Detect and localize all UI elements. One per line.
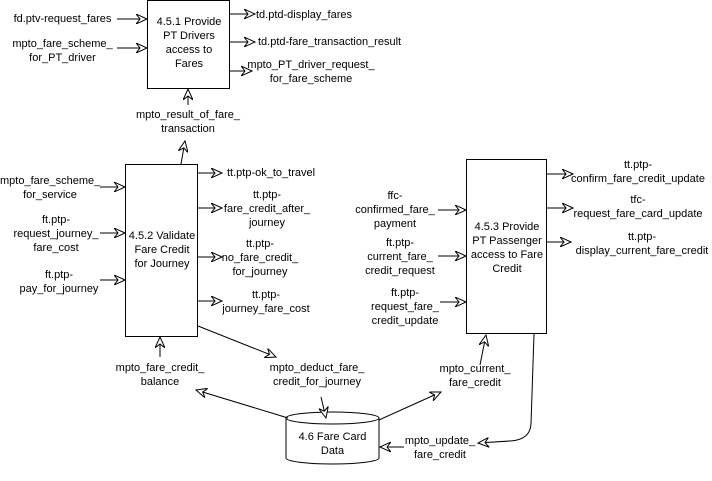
- label-line: mpto_update_: [404, 435, 476, 447]
- label-line: mpto_result_of_fare_: [136, 109, 240, 121]
- label-line: tt.ptp-ok_to_travel: [227, 167, 316, 179]
- flow-label-mpto-deduct-fare-credit-for-journey: mpto_deduct_fare_ credit_for_journey: [262, 361, 372, 389]
- flow-arrow: [196, 390, 289, 419]
- flow-label-mpto-pt-driver-request-for-fare-scheme: mpto_PT_driver_request_ for_fare_scheme: [246, 58, 376, 86]
- process-box-4-5-3[interactable]: [466, 159, 547, 334]
- label-line: tt.ptp-: [252, 189, 282, 201]
- title-line: 4.5.2 Validate: [128, 230, 196, 242]
- label-line: transaction: [161, 123, 215, 135]
- process-4-5-1-title: 4.5.1 Provide PT Drivers access to Fares: [148, 15, 230, 71]
- flow-label-mpto-fare-credit-balance: mpto_fare_credit_ balance: [110, 361, 210, 389]
- flow-label-tt-ptp-confirm-fare-credit-update: tt.ptp- confirm_fare_credit_update: [570, 158, 706, 186]
- label-line: request_fare_: [371, 301, 439, 313]
- title-line: PT Passenger: [472, 235, 542, 247]
- label-line: fare_credit: [414, 449, 466, 461]
- label-line: request_journey_: [13, 228, 99, 240]
- label-line: mpto_current_: [439, 363, 511, 375]
- title-line: 4.5.3 Provide: [474, 221, 540, 233]
- label-line: mpto_fare_credit_: [115, 362, 205, 374]
- label-line: tt.ptp-: [245, 238, 275, 250]
- flow-label-mpto-update-fare-credit: mpto_update_ fare_credit: [400, 434, 480, 462]
- label-line: tt.ptp-: [251, 289, 281, 301]
- label-line: td.ptd-display_fares: [256, 9, 352, 21]
- flow-label-ft-ptp-request-fare-credit-update: ft.ptp- request_fare_ credit_update: [365, 286, 445, 328]
- title-line: for Journey: [134, 258, 190, 270]
- label-line: mpto_fare_scheme_: [12, 38, 113, 50]
- label-line: for_service: [23, 189, 77, 201]
- label-line: pay_for_journey: [19, 283, 99, 295]
- label-line: credit_update: [371, 315, 439, 327]
- label-line: confirm_fare_credit_update: [571, 173, 705, 185]
- flow-arrow: [181, 141, 185, 165]
- label-line: no_fare_credit_: [221, 252, 299, 264]
- label-line: fare_credit: [449, 377, 501, 389]
- label-line: fare_cost: [33, 242, 79, 254]
- title-line: access to: [165, 44, 213, 56]
- label-line: credit_for_journey: [272, 376, 362, 388]
- datastore-title: 4.6 Fare Card Data: [286, 430, 379, 458]
- label-line: for_journey: [232, 266, 288, 278]
- label-line: ft.ptp-: [41, 214, 71, 226]
- label-line: journey_fare_cost: [222, 303, 310, 315]
- label-line: ffc-: [387, 190, 403, 202]
- flow-label-mpto-fare-scheme-for-service: mpto_fare_scheme_ for_service: [0, 174, 100, 202]
- flow-label-ft-ptp-current-fare-credit-request: ft.ptp- current_fare_ credit_request: [360, 236, 440, 278]
- label-line: confirmed_fare_: [355, 204, 435, 216]
- flow-label-ft-ptp-pay-for-journey: ft.ptp- pay_for_journey: [14, 268, 104, 296]
- label-line: td.ptd-fare_transaction_result: [258, 36, 402, 48]
- flow-label-td-ptd-fare-transaction-result: td.ptd-fare_transaction_result: [258, 35, 401, 49]
- label-line: display_current_fare_credit: [575, 245, 709, 257]
- label-line: mpto_deduct_fare_: [269, 362, 365, 374]
- title-line: Fares: [174, 58, 204, 70]
- flow-label-tt-ptp-no-fare-credit-for-journey: tt.ptp- no_fare_credit_ for_journey: [220, 237, 300, 279]
- flow-label-mpto-fare-scheme-for-pt-driver: mpto_fare_scheme_ for_PT_driver: [10, 37, 115, 65]
- label-line: balance: [140, 376, 180, 388]
- flow-label-tt-ptp-fare-credit-after-journey: tt.ptp- fare_credit_after_ journey: [222, 188, 312, 230]
- label-line: payment: [373, 218, 417, 230]
- flow-arrow: [478, 333, 535, 443]
- label-line: mpto_fare_scheme_: [0, 175, 101, 187]
- title-line: Fare Credit: [134, 244, 190, 256]
- flow-label-tt-ptp-display-current-fare-credit: tt.ptp- display_current_fare_credit: [572, 230, 712, 258]
- flow-arrow: [480, 335, 486, 366]
- flow-label-tt-ptp-journey-fare-cost: tt.ptp- journey_fare_cost: [221, 288, 311, 316]
- label-line: tfc-: [630, 194, 646, 206]
- label-line: mpto_PT_driver_request_: [247, 59, 375, 71]
- flow-label-tfc-request-fare-card-update: tfc- request_fare_card_update: [570, 193, 706, 221]
- label-line: current_fare_: [367, 251, 433, 263]
- flow-label-fd-ptv-request-fares: fd.ptv-request_fares: [10, 12, 115, 26]
- label-line: fare_credit_after_: [223, 203, 311, 215]
- flow-label-mpto-result-of-fare-transaction: mpto_result_of_fare_ transaction: [128, 108, 248, 136]
- title-line: Credit: [492, 263, 522, 275]
- flow-label-mpto-current-fare-credit: mpto_current_ fare_credit: [435, 362, 515, 390]
- label-line: ft.ptp-: [390, 287, 420, 299]
- label-line: for_PT_driver: [29, 52, 96, 64]
- flow-arrow: [378, 392, 441, 421]
- flow-label-tt-ptp-ok-to-travel: tt.ptp-ok_to_travel: [227, 166, 315, 180]
- title-line: access to Fare: [470, 249, 544, 261]
- flow-label-td-ptd-display-fares: td.ptd-display_fares: [256, 8, 352, 22]
- flow-arrow: [197, 325, 276, 357]
- title-line: Data: [320, 445, 345, 457]
- process-4-5-3-title: 4.5.3 Provide PT Passenger access to Far…: [464, 220, 550, 276]
- title-line: 4.5.1 Provide: [156, 16, 222, 28]
- title-line: PT Drivers: [163, 30, 215, 42]
- label-line: for_fare_scheme: [269, 73, 353, 85]
- flow-label-ft-ptp-request-journey-fare-cost: ft.ptp- request_journey_ fare_cost: [6, 213, 106, 255]
- label-line: credit_request: [365, 265, 435, 277]
- flow-arrow: [321, 396, 326, 418]
- label-line: fd.ptv-request_fares: [13, 13, 112, 25]
- process-4-5-2-title: 4.5.2 Validate Fare Credit for Journey: [126, 229, 198, 271]
- label-line: request_fare_card_update: [573, 208, 703, 220]
- flow-label-ffc-confirmed-fare-payment: ffc- confirmed_fare_ payment: [352, 189, 438, 231]
- label-line: ft.ptp-: [44, 269, 74, 281]
- label-line: ft.ptp-: [385, 237, 415, 249]
- label-line: tt.ptp-: [627, 231, 657, 243]
- label-line: tt.ptp-: [623, 159, 653, 171]
- title-line: 4.6 Fare Card: [298, 431, 367, 443]
- label-line: journey: [248, 217, 286, 229]
